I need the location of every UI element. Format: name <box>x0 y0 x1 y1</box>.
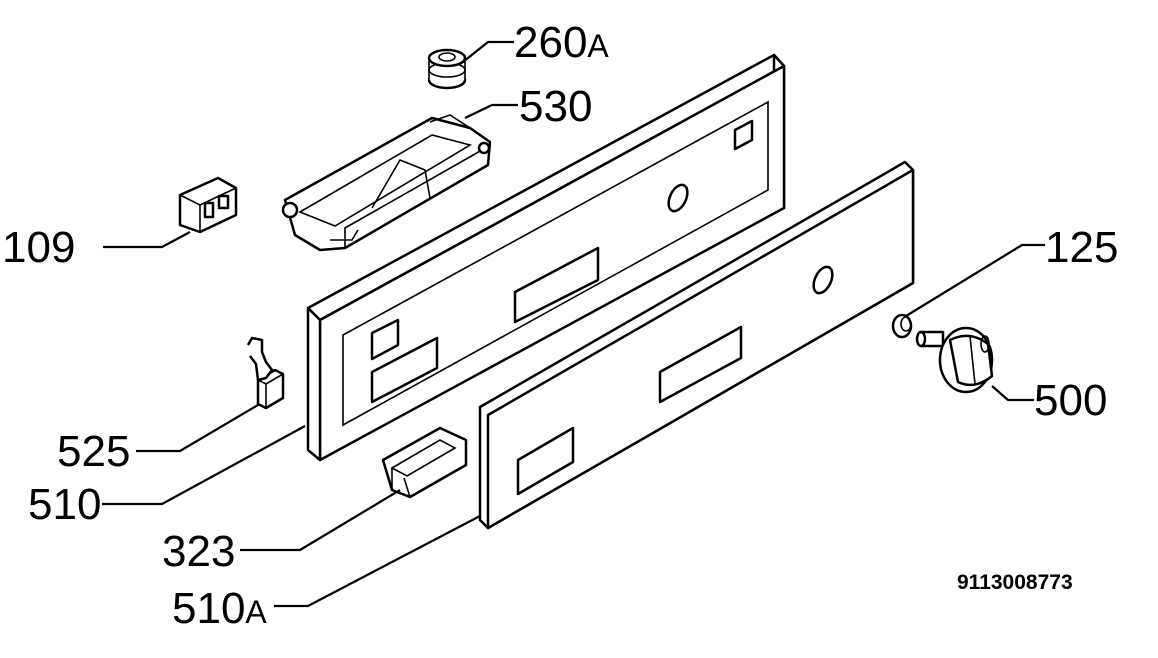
part-323-insert <box>381 426 468 499</box>
panel-window-large <box>513 246 600 324</box>
callout-125: 125 <box>1045 223 1118 272</box>
callout-510a: 510A <box>172 584 267 633</box>
part-525-switch <box>246 336 285 410</box>
callout-labels: 260A 530 109 125 500 525 510 323 510A <box>2 18 1118 633</box>
part-109-clip <box>178 176 238 234</box>
callout-530: 530 <box>519 82 592 131</box>
callout-500: 500 <box>1034 376 1107 425</box>
part-125-spring <box>891 313 913 339</box>
callout-260a: 260A <box>514 18 609 67</box>
callout-525: 525 <box>57 427 130 476</box>
callout-109: 109 <box>2 223 75 272</box>
part-510a-facia-plate <box>478 160 915 530</box>
part-500-knob <box>915 326 994 394</box>
part-530-holder <box>281 114 492 252</box>
leader-lines <box>102 40 1045 608</box>
part-510-control-panel <box>306 53 786 462</box>
part-260a-grommet <box>427 48 467 90</box>
callout-323: 323 <box>162 527 235 576</box>
document-number: 9113008773 <box>957 571 1073 594</box>
callout-510: 510 <box>28 480 101 529</box>
